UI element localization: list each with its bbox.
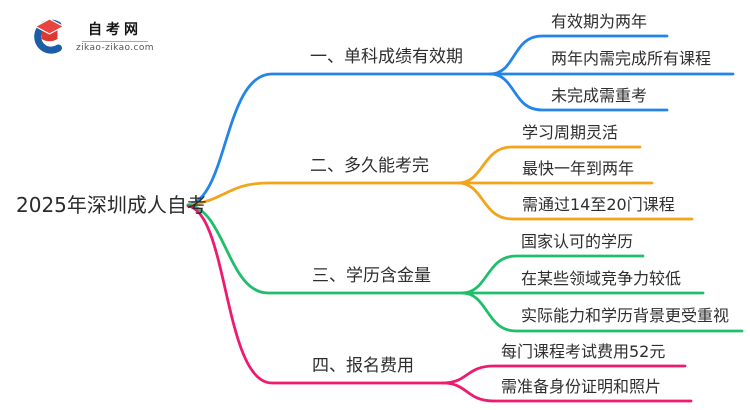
branch-node-2: 二、多久能考完 bbox=[310, 156, 429, 176]
leaf-node: 未完成需重考 bbox=[551, 86, 648, 105]
leaf-node: 每门课程考试费用52元 bbox=[501, 342, 666, 361]
leaf-node: 最快一年到两年 bbox=[522, 159, 635, 178]
leaf-node: 实际能力和学历背景更受重视 bbox=[521, 306, 730, 325]
logo-divider bbox=[81, 41, 148, 42]
branch4-stem-line bbox=[186, 204, 445, 385]
leaf-node: 学习周期灵活 bbox=[522, 123, 619, 142]
leaf-node: 有效期为两年 bbox=[551, 12, 648, 31]
leaf-node: 需准备身份证明和照片 bbox=[501, 377, 662, 396]
branch3-child3-line bbox=[460, 291, 744, 333]
leaf-node: 国家认可的学历 bbox=[521, 232, 634, 251]
site-logo: 自考网 zikao-zikao.com bbox=[28, 17, 154, 55]
graduation-cap-icon bbox=[34, 18, 65, 54]
branch2-stem-line bbox=[186, 181, 460, 207]
branch-node-1: 一、单科成绩有效期 bbox=[310, 47, 463, 67]
branch1-child1-line bbox=[488, 34, 669, 76]
leaf-node: 需通过14至20门课程 bbox=[522, 195, 675, 214]
site-logo-text: 自考网 zikao-zikao.com bbox=[76, 19, 154, 53]
branch-node-4: 四、报名费用 bbox=[312, 356, 414, 376]
root-node: 2025年深圳成人自考 bbox=[16, 193, 207, 217]
site-logo-domain: zikao-zikao.com bbox=[76, 43, 154, 53]
branch-node-3: 三、学历含金量 bbox=[312, 266, 431, 286]
site-logo-title: 自考网 bbox=[87, 22, 142, 38]
branch1-stem-line bbox=[186, 72, 492, 207]
branch1-child3-line bbox=[488, 72, 669, 112]
branch2-child3-line bbox=[456, 181, 694, 221]
branch3-stem-line bbox=[186, 203, 464, 295]
branch4-child2-line bbox=[441, 381, 693, 403]
branch3-child1-line bbox=[460, 254, 645, 295]
leaf-node: 两年内需完成所有课程 bbox=[551, 49, 712, 68]
branch2-child1-line bbox=[456, 145, 642, 185]
leaf-node: 在某些领域竞争力较低 bbox=[521, 269, 682, 288]
